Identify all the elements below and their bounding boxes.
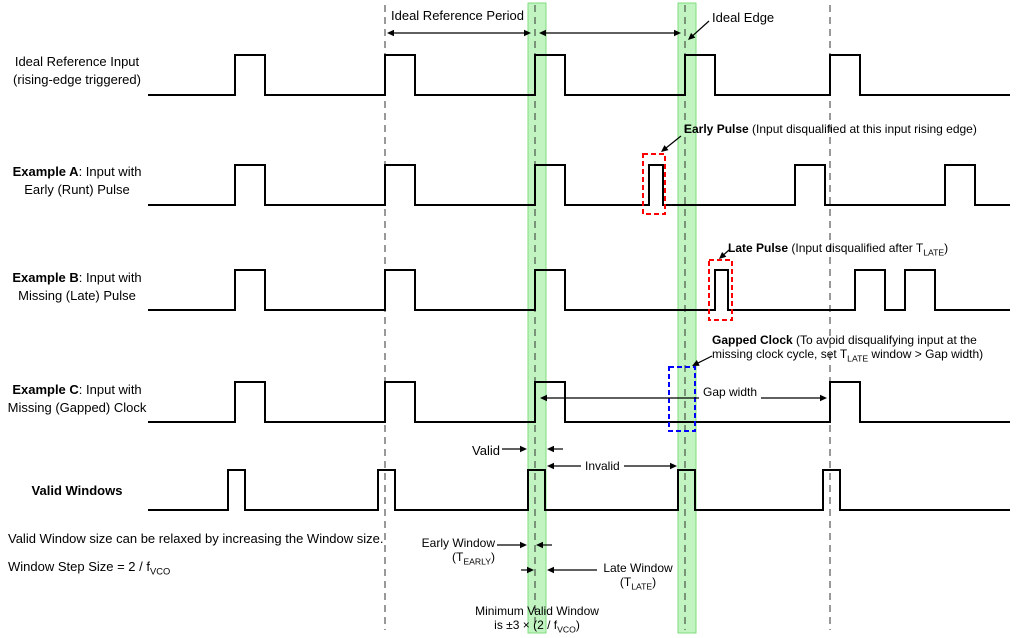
label-line: (TEARLY) (452, 550, 495, 567)
gap-width-arrow-head (540, 394, 547, 402)
early-window-arrow-head (520, 541, 527, 549)
label-line: Example C: Input with (12, 382, 142, 397)
label-valid: Valid (472, 443, 500, 458)
invalid-arrow-head (670, 462, 677, 470)
label-line: Example B: Input with (12, 270, 142, 285)
gapped-clock-pointer (697, 355, 713, 364)
early-pulse-pointer (665, 135, 682, 149)
label-example-c: Example C: Input with Missing (Gapped) C… (6, 381, 148, 416)
label-line: Late Window (603, 561, 673, 575)
label-invalid: Invalid (581, 459, 624, 474)
late-window-arrow-head (547, 566, 554, 574)
note-window-step-size: Window Step Size = 2 / fVCO (8, 559, 171, 577)
label-line: Missing (Late) Pulse (18, 287, 136, 303)
second-period-arrow-head (674, 29, 681, 37)
label-line: Example A: Input with (12, 164, 142, 179)
gap-width-arrow-head (820, 394, 827, 402)
valid-arrow-right-head (547, 445, 554, 453)
label-line: is ±3 × (2 / fVCO) (494, 618, 580, 635)
label-line: Missing (Gapped) Clock (7, 399, 147, 415)
label-late-window: Late Window (TLATE) (596, 561, 680, 592)
label-example-b: Example B: Input with Missing (Late) Pul… (6, 269, 148, 304)
waveform-ideal-reference-input (148, 54, 1010, 96)
late-pulse-pointer (723, 249, 730, 256)
label-line: (rising-edge triggered) (13, 71, 141, 87)
waveform-example-a-early-runt-pulse (148, 164, 1010, 206)
callout-early-pulse: Early Pulse (Input disqualified at this … (684, 122, 977, 136)
label-line: Early Window (421, 536, 495, 550)
ideal-edge-pointer (692, 20, 710, 37)
label-line: Ideal Reference Input (14, 54, 140, 69)
late-window-arrow-left-head (527, 566, 534, 574)
waveform-example-c-gapped-clock (148, 381, 1010, 423)
label-example-a: Example A: Input with Early (Runt) Pulse (6, 163, 148, 198)
second-period-arrow-head (539, 29, 546, 37)
valid-window-band (527, 2, 547, 634)
waveform-valid-windows (148, 469, 1010, 511)
ideal-reference-period-arrow-head (524, 29, 531, 37)
ideal-edge-pointer-head (688, 32, 696, 40)
label-line: Minimum Valid Window (475, 604, 599, 618)
early-window-arrow-right-head (536, 541, 543, 549)
label-gap-width: Gap width (699, 385, 762, 400)
note-valid-window-relax: Valid Window size can be relaxed by incr… (8, 531, 384, 546)
label-line: (TLATE) (619, 575, 657, 592)
label-line: Early (Runt) Pulse (24, 181, 130, 197)
label-ideal-reference-period: Ideal Reference Period (391, 8, 524, 23)
early-pulse-box (642, 153, 666, 215)
late-pulse-pointer-head (719, 251, 727, 259)
label-ideal-edge: Ideal Edge (712, 10, 775, 25)
callout-late-pulse: Late Pulse (Input disqualified after TLA… (728, 241, 949, 258)
ideal-reference-period-arrow-head (387, 29, 394, 37)
label-ideal-reference-input: Ideal Reference Input (rising-edge trigg… (6, 53, 148, 88)
invalid-arrow-head (547, 462, 554, 470)
gapped-clock-pointer-head (692, 360, 700, 366)
early-pulse-pointer-head (661, 145, 669, 152)
gapped-clock-box (668, 366, 696, 432)
label-early-window: Early Window (TEARLY) (391, 536, 495, 567)
late-pulse-box (708, 259, 733, 321)
valid-window-band (677, 2, 697, 634)
label-minimum-valid-window: Minimum Valid Window is ±3 × (2 / fVCO) (437, 604, 637, 635)
waveform-example-b-missing-late-pulse (148, 269, 1010, 311)
valid-arrow-left-head (520, 445, 527, 453)
callout-gapped-clock: Gapped Clock (To avoid disqualifying inp… (712, 333, 984, 364)
label-valid-windows: Valid Windows (31, 483, 123, 498)
